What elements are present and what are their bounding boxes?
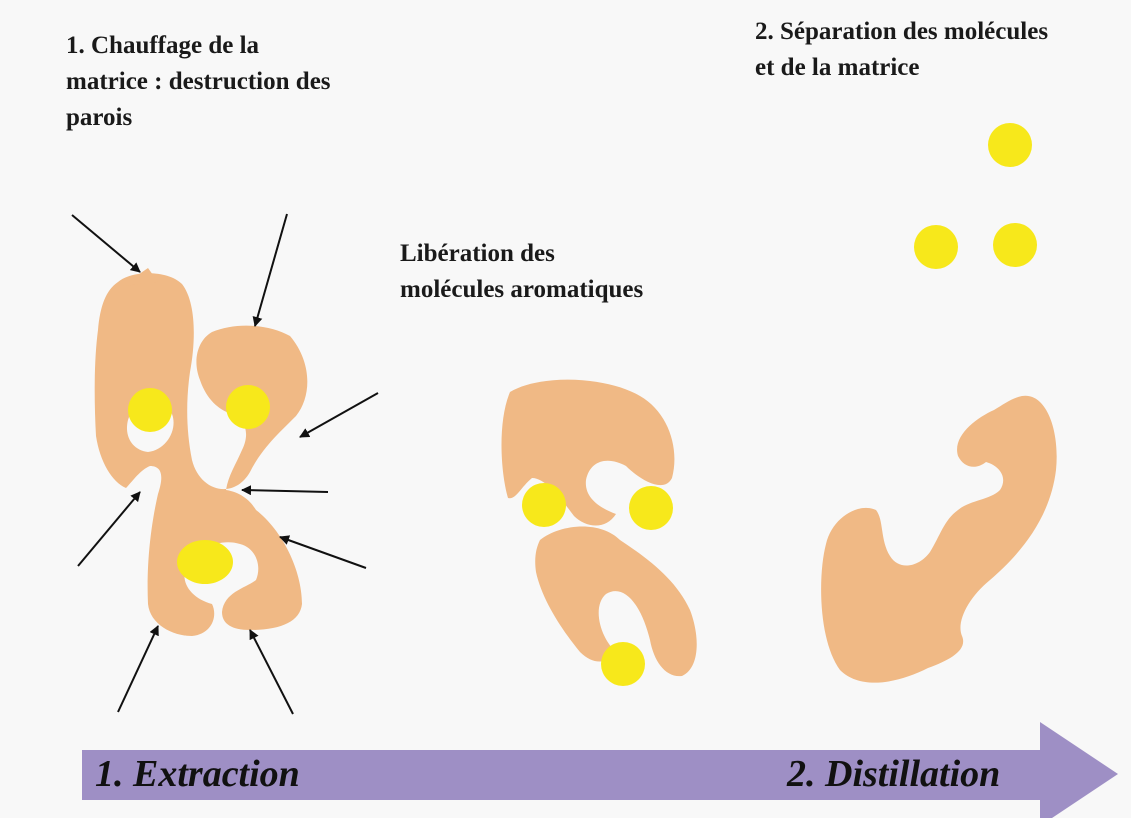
molecule-dot <box>993 223 1037 267</box>
matrix-opened <box>502 380 697 677</box>
step1-caption: 1. Chauffage de la matrice : destruction… <box>66 28 331 136</box>
release-caption: Libération des molécules aromatiques <box>400 236 643 308</box>
heat-arrow <box>242 490 328 492</box>
caption-line: Libération des <box>400 236 643 272</box>
matrix-empty <box>821 396 1057 683</box>
molecule-dot <box>177 540 233 584</box>
molecule-dot <box>226 385 270 429</box>
molecule-dot <box>522 483 566 527</box>
step2-caption: 2. Séparation des molécules et de la mat… <box>755 14 1048 86</box>
caption-line: 1. Chauffage de la <box>66 28 331 64</box>
molecule-dot <box>988 123 1032 167</box>
heat-arrow <box>72 215 140 272</box>
label-distillation: 2. Distillation <box>787 752 1000 796</box>
label-extraction: 1. Extraction <box>95 752 300 796</box>
caption-line: parois <box>66 100 331 136</box>
caption-line: 2. Séparation des molécules <box>755 14 1048 50</box>
molecule-dot <box>629 486 673 530</box>
heat-arrow <box>255 214 287 326</box>
molecule-dot <box>601 642 645 686</box>
heat-arrow <box>118 626 158 712</box>
caption-line: matrice : destruction des <box>66 64 331 100</box>
caption-line: molécules aromatiques <box>400 272 643 308</box>
heat-arrow <box>78 492 140 566</box>
heat-arrow <box>250 630 293 714</box>
caption-line: et de la matrice <box>755 50 1048 86</box>
heat-arrow <box>300 393 378 437</box>
molecule-dot <box>128 388 172 432</box>
free-molecules <box>914 123 1037 269</box>
molecule-dot <box>914 225 958 269</box>
